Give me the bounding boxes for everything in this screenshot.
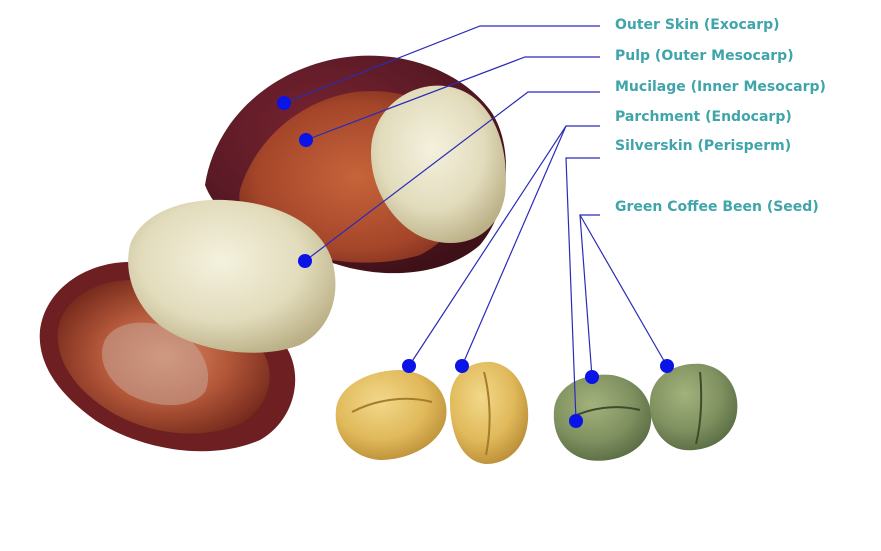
leader-line-silverskin bbox=[565, 157, 600, 422]
marker-dots bbox=[277, 96, 674, 428]
marker-mucilage bbox=[298, 254, 312, 268]
marker-pulp bbox=[299, 133, 313, 147]
leader-line-outer-skin bbox=[283, 25, 600, 104]
leader-line-parchment-right bbox=[461, 125, 567, 367]
green-bean-left bbox=[553, 374, 652, 461]
marker-outer-skin bbox=[277, 96, 291, 110]
label-green-bean: Green Coffee Been (Seed) bbox=[615, 199, 819, 215]
leader-line-pulp bbox=[305, 56, 600, 141]
leader-line-green-bean-left bbox=[579, 214, 600, 378]
marker-green-bean-left bbox=[585, 370, 599, 384]
label-pulp: Pulp (Outer Mesocarp) bbox=[615, 48, 794, 64]
parchment-beans bbox=[335, 361, 529, 464]
parchment-bean-left bbox=[335, 370, 447, 460]
marker-parchment-left bbox=[402, 359, 416, 373]
green-bean-right bbox=[649, 363, 738, 451]
label-mucilage: Mucilage (Inner Mesocarp) bbox=[615, 79, 826, 95]
green-beans bbox=[553, 363, 738, 461]
mucilage-seed bbox=[128, 199, 336, 353]
leader-line-mucilage bbox=[304, 91, 600, 262]
marker-green-bean-right bbox=[660, 359, 674, 373]
label-silverskin: Silverskin (Perisperm) bbox=[615, 138, 792, 154]
leader-lines bbox=[283, 25, 668, 422]
label-outer-skin: Outer Skin (Exocarp) bbox=[615, 17, 780, 33]
marker-parchment-right bbox=[455, 359, 469, 373]
marker-silverskin bbox=[569, 414, 583, 428]
label-parchment: Parchment (Endocarp) bbox=[615, 109, 792, 125]
parchment-bean-right bbox=[449, 361, 529, 464]
leader-line-green-bean-right bbox=[579, 214, 668, 367]
